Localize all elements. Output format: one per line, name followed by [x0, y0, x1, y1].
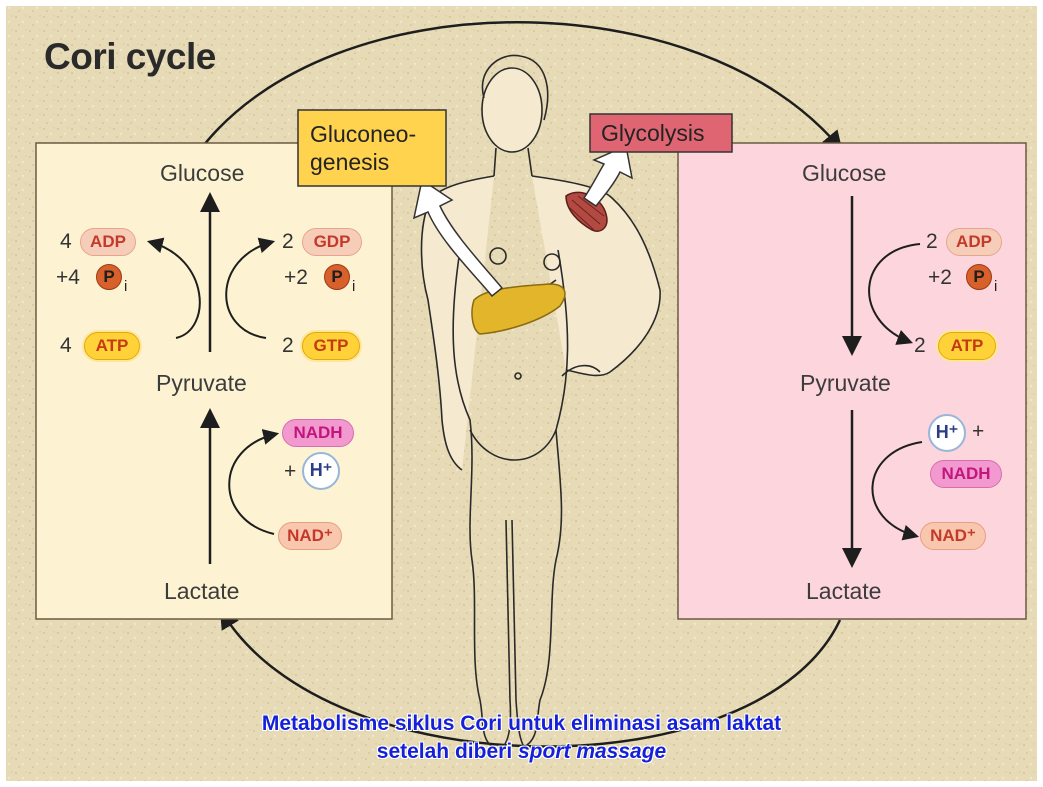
gluconeogenesis-label: Gluconeo- genesis — [310, 120, 416, 176]
right-atp-badge: ATP — [938, 332, 996, 360]
left-nadh-badge: NADH — [282, 419, 354, 447]
left-pyruvate: Pyruvate — [156, 370, 247, 397]
left-pi-subscript: i — [124, 278, 127, 295]
left-adp-coefficient: 4 — [60, 230, 72, 254]
right-nadh-badge: NADH — [930, 460, 1002, 488]
left-h-plus-prefix: + — [284, 460, 296, 484]
left-pi-badge: P — [96, 264, 122, 290]
right-pi-subscript: i — [994, 278, 997, 295]
right-h-plus-suffix: + — [972, 420, 984, 444]
left-h-plus-badge: H⁺ — [302, 452, 340, 490]
glycolysis-label: Glycolysis — [601, 119, 705, 147]
gluconeogenesis-line2: genesis — [310, 148, 416, 176]
right-pi-badge: P — [966, 264, 992, 290]
right-nad-badge: NAD⁺ — [920, 522, 986, 550]
left-adp-badge: ADP — [80, 228, 136, 256]
left-pi2-coefficient: +2 — [284, 266, 308, 290]
left-pi2-badge: P — [324, 264, 350, 290]
right-lactate: Lactate — [806, 578, 881, 605]
left-pi-coefficient: +4 — [56, 266, 80, 290]
left-lactate: Lactate — [164, 578, 239, 605]
right-pyruvate: Pyruvate — [800, 370, 891, 397]
left-nad-badge: NAD⁺ — [278, 522, 342, 550]
diagram-title: Cori cycle — [44, 36, 216, 78]
left-pi2-subscript: i — [352, 278, 355, 295]
right-h-plus-badge: H⁺ — [928, 414, 966, 452]
right-adp-badge: ADP — [946, 228, 1002, 256]
gluconeogenesis-line1: Gluconeo- — [310, 120, 416, 148]
left-gtp-coefficient: 2 — [282, 334, 294, 358]
caption-line2: setelah diberi sport massage — [0, 740, 1043, 764]
right-adp-coefficient: 2 — [926, 230, 938, 254]
caption-line1: Metabolisme siklus Cori untuk eliminasi … — [0, 712, 1043, 736]
right-atp-coefficient: 2 — [914, 334, 926, 358]
left-atp-coefficient: 4 — [60, 334, 72, 358]
left-gtp-badge: GTP — [302, 332, 360, 360]
right-pi-coefficient: +2 — [928, 266, 952, 290]
left-atp-badge: ATP — [84, 332, 140, 360]
right-glucose: Glucose — [802, 160, 886, 187]
left-glucose: Glucose — [160, 160, 244, 187]
caption-line2-italic: sport massage — [518, 740, 666, 763]
left-gdp-badge: GDP — [302, 228, 362, 256]
left-gdp-coefficient: 2 — [282, 230, 294, 254]
caption-line2-prefix: setelah diberi — [377, 740, 518, 763]
